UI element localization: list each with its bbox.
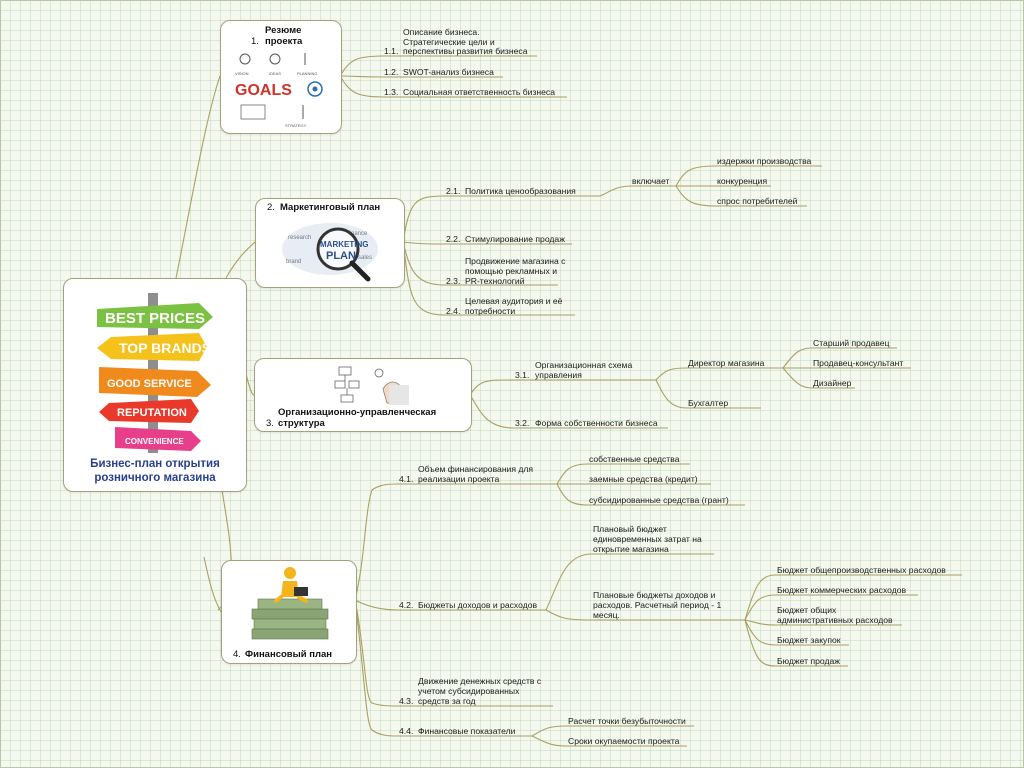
b2-sub-demand: спрос потребителей [717, 196, 798, 206]
sketch-word-planning: PLANNING [297, 71, 317, 76]
org-title-line1: Организационно-управленческая [278, 407, 437, 418]
sign-top-brands: TOP BRANDS [119, 340, 211, 356]
b4-budget2-line1: Плановые бюджеты доходов и [593, 590, 716, 600]
b2-includes-label: включает [632, 176, 670, 186]
b4-loan-funds: заемные средства (кредит) [589, 474, 698, 484]
b3-item1-line2: управления [535, 370, 582, 380]
b2-item3-line2: помощью рекламных и [465, 266, 558, 276]
b1-item3-number: 1.3. [384, 87, 399, 97]
b4-own-funds: собственные средства [589, 454, 680, 464]
org-number: 3. [266, 418, 274, 429]
sketch-word-vision: VISION [235, 71, 249, 76]
b4-budget-admin-line2: административных расходов [777, 615, 893, 625]
signpost-image: BEST PRICES TOP BRANDS GOOD SERVICE REPU… [97, 293, 213, 453]
b3-item2-text: Форма собственности бизнеса [535, 418, 658, 428]
b3-item1-line1: Организационная схема [535, 360, 633, 370]
mp-word-research: research [288, 235, 311, 241]
b1-item2-text: SWOT-анализ бизнеса [403, 67, 494, 77]
b1-item2-number: 1.2. [384, 67, 399, 77]
branch-resume[interactable]: Резюме 1. проекта VISION IDEAS PLANNING … [220, 20, 342, 134]
sketch-word-strategy: STRATEGY [285, 123, 307, 128]
central-topic[interactable]: BEST PRICES TOP BRANDS GOOD SERVICE REPU… [63, 278, 247, 492]
sign-good-service: GOOD SERVICE [107, 378, 192, 390]
b2-sub-competition: конкуренция [717, 176, 768, 186]
b2-item4-line2: потребности [465, 306, 516, 316]
mp-word-brand: brand [286, 259, 301, 265]
central-title-line1: Бизнес-план открытия [90, 458, 220, 470]
b4-budget2-line2: расходов. Расчетный период - 1 [593, 600, 722, 610]
marketing-plan-image: research finance brand sales MARKETING P… [282, 223, 378, 282]
b4-grant-funds: субсидированные средства (грант) [589, 495, 729, 505]
sign-reputation: REPUTATION [117, 407, 187, 419]
money-figure-image [251, 567, 329, 640]
b4-item2-text: Бюджеты доходов и расходов [418, 600, 538, 610]
b4-item2-number: 4.2. [399, 600, 414, 610]
org-chart-sketch-image [334, 366, 409, 405]
b2-item3-line3: PR-технологий [465, 276, 525, 286]
sketch-word-ideas: IDEAS [269, 71, 281, 76]
b2-item4-number: 2.4. [446, 306, 461, 316]
branch-financial-plan[interactable]: 4. Финансовый план [221, 560, 357, 664]
b2-item2-number: 2.2. [446, 234, 461, 244]
b3-consultant: Продавец-консультант [813, 358, 904, 368]
b4-item3-line3: средств за год [418, 696, 476, 706]
mp-word-marketing: MARKETING [320, 240, 368, 249]
b1-item1-line2: Стратегические цели и [403, 37, 495, 47]
b2-item3-number: 2.3. [446, 276, 461, 286]
b3-senior-seller: Старший продавец [813, 338, 890, 348]
b2-item1-text: Политика ценообразования [465, 186, 576, 196]
b3-accountant: Бухгалтер [688, 398, 729, 408]
b3-designer: Дизайнер [813, 378, 852, 388]
mp-word-finance: finance [348, 231, 368, 237]
resume-title-line1: Резюме [265, 25, 302, 36]
b4-budget2-line3: месяц. [593, 610, 620, 620]
b4-item1-number: 4.1. [399, 474, 414, 484]
b1-item1-line3: перспективы развития бизнеса [403, 46, 528, 56]
b4-item4-number: 4.4. [399, 726, 414, 736]
financial-number: 4. [233, 649, 241, 660]
b1-item1-number: 1.1. [384, 46, 399, 56]
b2-item3-line1: Продвижение магазина с [465, 256, 566, 266]
b3-item1-number: 3.1. [515, 370, 530, 380]
b4-payback: Сроки окупаемости проекта [568, 736, 680, 746]
b4-item1-line2: реализации проекта [418, 474, 500, 484]
b1-item1-line1: Описание бизнеса. [403, 27, 480, 37]
branch-marketing[interactable]: 2. Маркетинговый план research finance b… [255, 198, 405, 288]
b4-item3-line1: Движение денежных средств с [418, 676, 542, 686]
b4-budget1-line2: единовременных затрат на [593, 534, 702, 544]
b2-item1-number: 2.1. [446, 186, 461, 196]
b4-item1-line1: Объем финансирования для [418, 464, 534, 474]
b4-budget-purchases: Бюджет закупок [777, 635, 841, 645]
sketch-word-goals: GOALS [235, 82, 292, 99]
b3-director: Директор магазина [688, 358, 765, 368]
mp-word-sales: sales [358, 255, 372, 261]
b2-sub-costs: издержки производства [717, 156, 812, 166]
b4-budget-admin-line1: Бюджет общих [777, 605, 837, 615]
resume-number: 1. [251, 36, 259, 47]
goals-sketch-image: VISION IDEAS PLANNING GOALS STRATEGY [235, 53, 323, 128]
sign-best-prices: BEST PRICES [105, 310, 205, 327]
b4-item3-number: 4.3. [399, 696, 414, 706]
b2-item2-text: Стимулирование продаж [465, 234, 565, 244]
financial-title: Финансовый план [245, 649, 333, 660]
b4-item4-text: Финансовые показатели [418, 726, 516, 736]
branch-org-structure[interactable]: Организационно-управленческая 3. структу… [254, 358, 472, 432]
b4-breakeven: Расчет точки безубыточности [568, 716, 686, 726]
marketing-title: Маркетинговый план [280, 202, 381, 213]
marketing-number: 2. [267, 202, 275, 213]
resume-title-line2: проекта [265, 36, 303, 47]
sign-convenience: CONVENIENCE [125, 437, 184, 446]
b1-item3-text: Социальная ответственность бизнеса [403, 87, 555, 97]
b4-budget1-line3: открытие магазина [593, 544, 669, 554]
b4-budget-commercial: Бюджет коммерческих расходов [777, 585, 907, 595]
b4-budget-general: Бюджет общепроизводственных расходов [777, 565, 946, 575]
b4-budget1-line1: Плановый бюджет [593, 524, 667, 534]
b2-item4-line1: Целевая аудитория и её [465, 296, 563, 306]
mp-word-plan: PLAN [326, 250, 356, 262]
central-title-line2: розничного магазина [94, 472, 216, 484]
b4-budget-sales: Бюджет продаж [777, 656, 841, 666]
b3-item2-number: 3.2. [515, 418, 530, 428]
b4-item3-line2: учетом субсидированных [418, 686, 520, 696]
org-title-line2: структура [278, 418, 325, 429]
